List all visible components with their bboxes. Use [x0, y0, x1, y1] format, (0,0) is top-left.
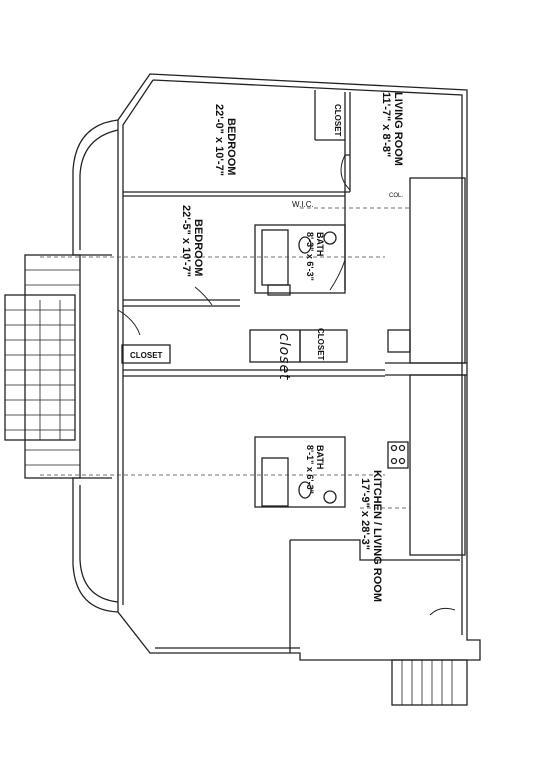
bath-2-outline: [254, 436, 346, 508]
kitchen-living-name: KITCHEN / LIVING ROOM: [371, 470, 383, 602]
kitchen-living-dims: 17'-9" x 28'-3": [359, 478, 371, 550]
bath-2-dims: 8'-1" x 6'-3": [305, 445, 315, 494]
outer-wall-inner: [122, 79, 463, 649]
kitchen-counter-lower: [409, 374, 466, 556]
bath-2-label: BATH 8'-1" x 6'-3": [305, 445, 325, 494]
closet-left-label: CLOSET: [130, 351, 163, 360]
handwritten-closet-note: closet: [276, 333, 292, 381]
bath-1-outline: [254, 224, 346, 294]
bath-2-name: BATH: [315, 445, 325, 470]
entry-stair: [24, 254, 81, 479]
kitchen-counter-upper: [409, 177, 466, 364]
bay-window-bottom-inner: [79, 485, 119, 603]
kitchen-living-label: KITCHEN / LIVING ROOM 17'-9" x 28'-3": [359, 470, 383, 602]
bedroom-2-label: BEDROOM 22'-5" x 10'-7": [180, 205, 204, 277]
bath-2-sink: [323, 490, 337, 504]
exit-stair: [391, 659, 468, 706]
bedroom-2-name: BEDROOM: [192, 219, 204, 277]
bay-window-top: [72, 119, 119, 256]
bath-1-sink: [323, 231, 337, 245]
living-room-name: LIVING ROOM: [392, 92, 404, 166]
closet-mid-label: CLOSET: [316, 328, 325, 361]
bay-window-bottom: [72, 477, 119, 613]
bath-1-name: BATH: [315, 232, 325, 257]
bedroom-1-dims: 22'-0" x 10'-7": [213, 104, 225, 176]
outer-wall: [117, 73, 481, 661]
bath-1-toilet: [298, 236, 312, 254]
bath-1-label: BATH 8'-3" x 6'-3": [305, 232, 325, 281]
closet-left-box: [121, 344, 171, 364]
bath-1-dims: 8'-3" x 6'-3": [305, 232, 315, 281]
bath-1-tub: [261, 229, 289, 286]
col-label: COL.: [389, 193, 404, 199]
bath-2-toilet: [298, 481, 312, 499]
bedroom-1-label: BEDROOM 22'-0" x 10'-7": [213, 104, 237, 176]
wic-label: W.I.C.: [292, 200, 314, 209]
bath-2-tub: [261, 457, 289, 507]
closet-top-label: CLOSET: [333, 104, 342, 137]
bedroom-2-dims: 22'-5" x 10'-7": [180, 205, 192, 277]
range: [387, 441, 409, 469]
living-room-label: LIVING ROOM 11'-7" x 8'-8": [380, 92, 404, 166]
bedroom-1-name: BEDROOM: [225, 118, 237, 176]
living-room-dims: 11'-7" x 8'-8": [380, 92, 392, 158]
bay-window-top-inner: [79, 129, 119, 250]
